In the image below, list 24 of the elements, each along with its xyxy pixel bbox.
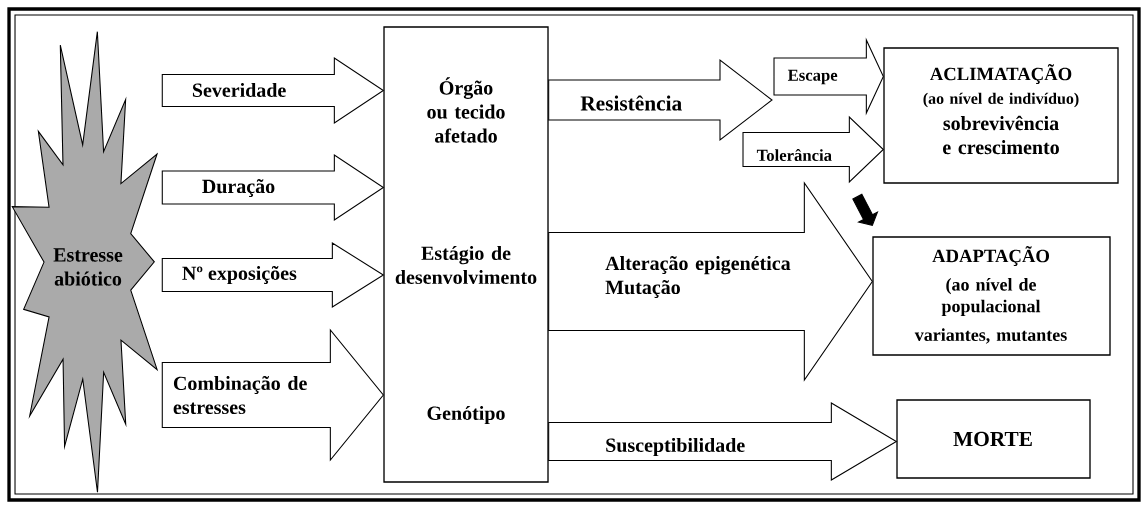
edge-label: Nº exposições bbox=[182, 265, 297, 285]
arrow bbox=[852, 193, 879, 226]
block-arrow bbox=[773, 37, 884, 116]
text-box: ACLIMATAÇÃO (ao nível de indivíduo) sobrevivência e crescimento bbox=[883, 47, 1119, 184]
edge-label: Duração bbox=[202, 179, 275, 198]
edge-label: Resistência bbox=[580, 95, 682, 111]
edge-label: Alteração epigenética Mutação bbox=[605, 255, 791, 298]
text-box: ADAPTAÇÃO (ao nível de populacional variantes, mutantes bbox=[872, 236, 1111, 356]
block-arrow bbox=[161, 154, 385, 221]
block-arrow bbox=[548, 58, 773, 142]
block-arrow bbox=[161, 242, 385, 308]
text-box: MORTE bbox=[896, 399, 1091, 479]
block-arrow bbox=[742, 115, 885, 184]
block-arrow bbox=[548, 402, 898, 481]
block-arrow bbox=[161, 57, 385, 124]
edge-label: Combinação de estresses bbox=[173, 375, 307, 415]
starburst: Estresse abiótico bbox=[11, 31, 159, 493]
text-box: Órgão ou tecido afetado Estágio de desenvolvimento Genótipo bbox=[383, 26, 549, 483]
edge-label: Escape bbox=[787, 69, 838, 85]
block-arrow bbox=[161, 328, 385, 462]
edge-label: Susceptibilidade bbox=[606, 437, 745, 457]
edge-label: Severidade bbox=[192, 82, 286, 97]
edge-label: Tolerância bbox=[756, 149, 832, 161]
block-arrow bbox=[548, 181, 873, 382]
